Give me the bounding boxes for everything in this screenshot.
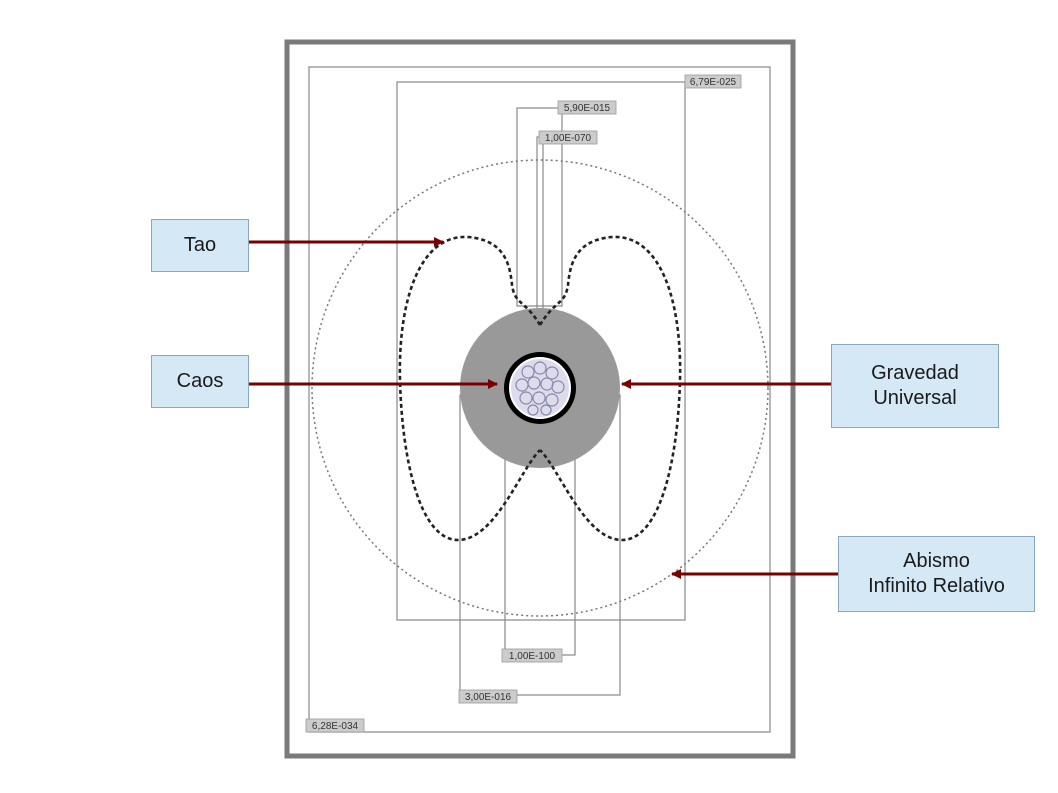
svg-text:1,00E-070: 1,00E-070 [545, 133, 592, 144]
callout-tao-label: Tao [183, 234, 217, 256]
tag-1-00E-100: 1,00E-100 [501, 648, 563, 663]
callout-gravedad-line2: Universal [873, 387, 957, 409]
callout-gravedad: Gravedad Universal [831, 344, 999, 428]
svg-text:6,79E-025: 6,79E-025 [690, 77, 737, 88]
chaos-inner [509, 357, 571, 419]
callout-abismo: Abismo Infinito Relativo [838, 536, 1035, 612]
callout-tao: Tao [151, 219, 249, 272]
rect-6-79 [396, 81, 686, 621]
svg-text:6,28E-034: 6,28E-034 [312, 721, 359, 732]
inner-frame [308, 66, 771, 733]
outer-frame [284, 39, 796, 759]
tag-5-90E-015: 5,90E-015 [557, 100, 617, 115]
tag-3-00E-016: 3,00E-016 [458, 689, 518, 704]
tag-1-00E-070: 1,00E-070 [538, 130, 598, 145]
callout-caos: Caos [151, 355, 249, 408]
rect-1-00-070 [536, 136, 544, 320]
rect-5-90 [516, 107, 563, 307]
chaos-swirls [515, 361, 565, 416]
callout-abismo-line1: Abismo [903, 550, 970, 572]
callout-gravedad-line1: Gravedad [871, 362, 959, 384]
tag-6-79E-025: 6,79E-025 [684, 74, 742, 89]
callout-abismo-line2: Infinito Relativo [868, 575, 1005, 597]
callout-caos-label: Caos [176, 370, 224, 392]
abismo-circle [311, 159, 769, 617]
tag-6-28E-034: 6,28E-034 [305, 718, 365, 733]
svg-text:1,00E-100: 1,00E-100 [509, 651, 556, 662]
tao-loop-right [538, 235, 682, 542]
tao-loop-left [398, 235, 542, 542]
svg-text:3,00E-016: 3,00E-016 [465, 692, 512, 703]
svg-text:5,90E-015: 5,90E-015 [564, 103, 611, 114]
